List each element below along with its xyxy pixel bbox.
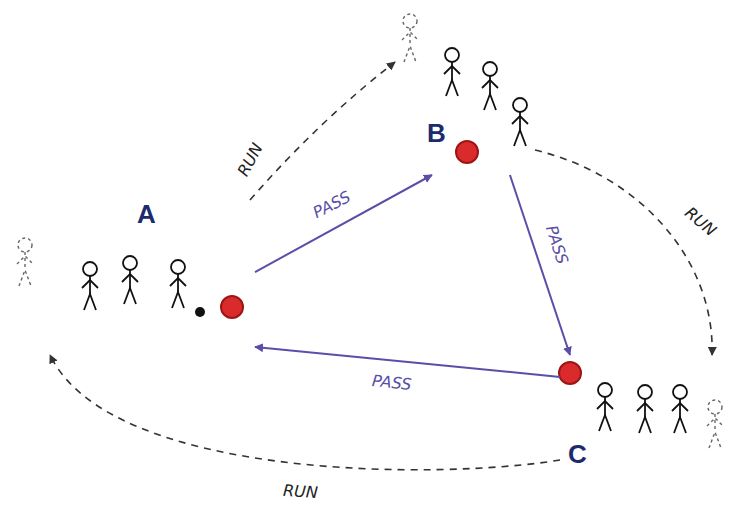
drill-position: C [560, 355, 735, 475]
pass-arrow [255, 347, 560, 377]
player [122, 256, 138, 304]
pass-arrow [255, 175, 432, 272]
player [482, 62, 498, 110]
player [597, 383, 613, 431]
player [637, 385, 653, 433]
position-letter: C [568, 440, 587, 469]
ball [195, 307, 205, 317]
run-path [250, 62, 395, 200]
cone [221, 296, 243, 318]
position-letter: A [137, 200, 156, 229]
running-player [17, 238, 33, 286]
position-letter: B [427, 119, 446, 148]
player [170, 260, 186, 308]
player [672, 385, 688, 433]
drill-position: A [15, 200, 255, 355]
pass-label: PASS [542, 222, 572, 269]
run-path [535, 150, 712, 355]
cone [559, 362, 581, 384]
player [444, 48, 460, 96]
pass-label: PASS [369, 372, 414, 394]
run-label: RUN [679, 203, 720, 241]
running-player [707, 400, 723, 448]
cone [456, 141, 478, 163]
pass-label: PASS [309, 187, 356, 222]
drill-position: B [395, 15, 535, 175]
run-label: RUN [280, 482, 320, 502]
run-label: RUN [233, 139, 267, 182]
player [82, 262, 98, 310]
running-player [402, 14, 418, 62]
run-path [50, 355, 560, 470]
player [512, 98, 528, 146]
